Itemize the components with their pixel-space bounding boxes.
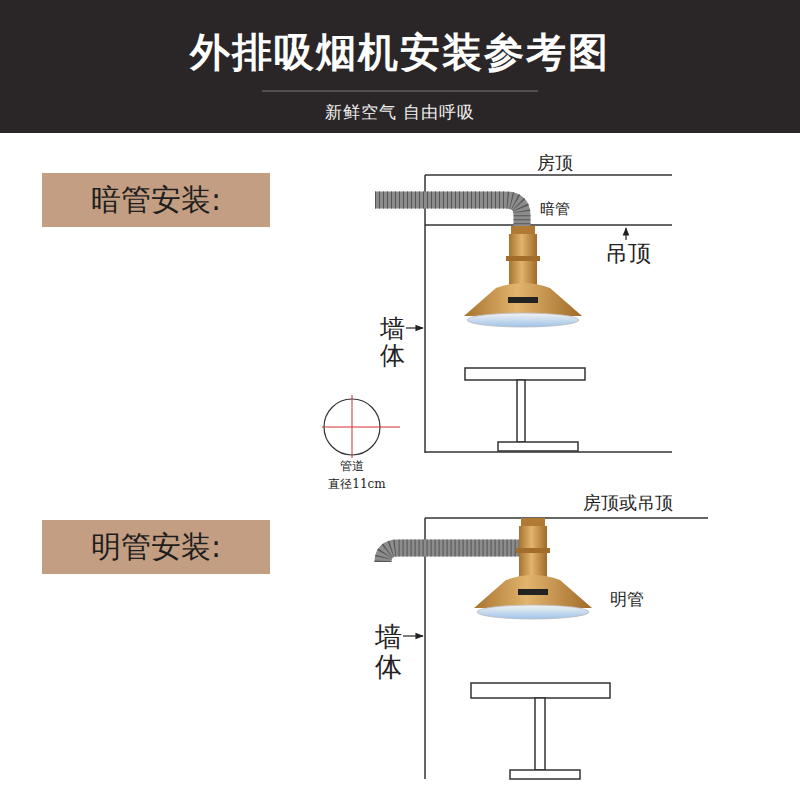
tag-text: 暗管安装: [91,180,221,221]
wall-arrow [403,635,423,636]
label-tag: 明管安装: [42,520,270,574]
concealed-scene [425,175,672,453]
header-rule [262,91,538,92]
table [471,683,610,779]
header-band [0,0,800,133]
pipe-section-symbol [322,395,400,458]
pipe-label: 管道 [340,460,364,474]
roof-label: 房顶 [537,153,573,174]
table [465,368,585,451]
label-tag: 暗管安装: [42,173,270,227]
exposed-duct [383,548,522,562]
wall-arrow [406,327,423,328]
roof-or-ceiling-label: 房顶或吊顶 [583,493,673,514]
diameter-label: 直径11cm [328,478,385,492]
wall-label: 墙体 [380,315,405,370]
range-hood [474,518,592,619]
duct-label: 暗管 [540,201,570,218]
wall-label: 墙体 [375,622,402,681]
page-title: 外排吸烟机安装参考图 [190,29,610,75]
concealed-duct [375,200,522,228]
ceiling-label: 吊顶 [605,240,651,266]
subtitle: 新鲜空气 自由呼吸 [325,103,475,123]
range-hood [464,226,582,327]
ceiling-arrow [625,228,626,240]
exposed-scene [425,518,708,779]
tag-text: 明管安装: [91,527,221,568]
exposed-duct-label: 明管 [610,590,644,610]
